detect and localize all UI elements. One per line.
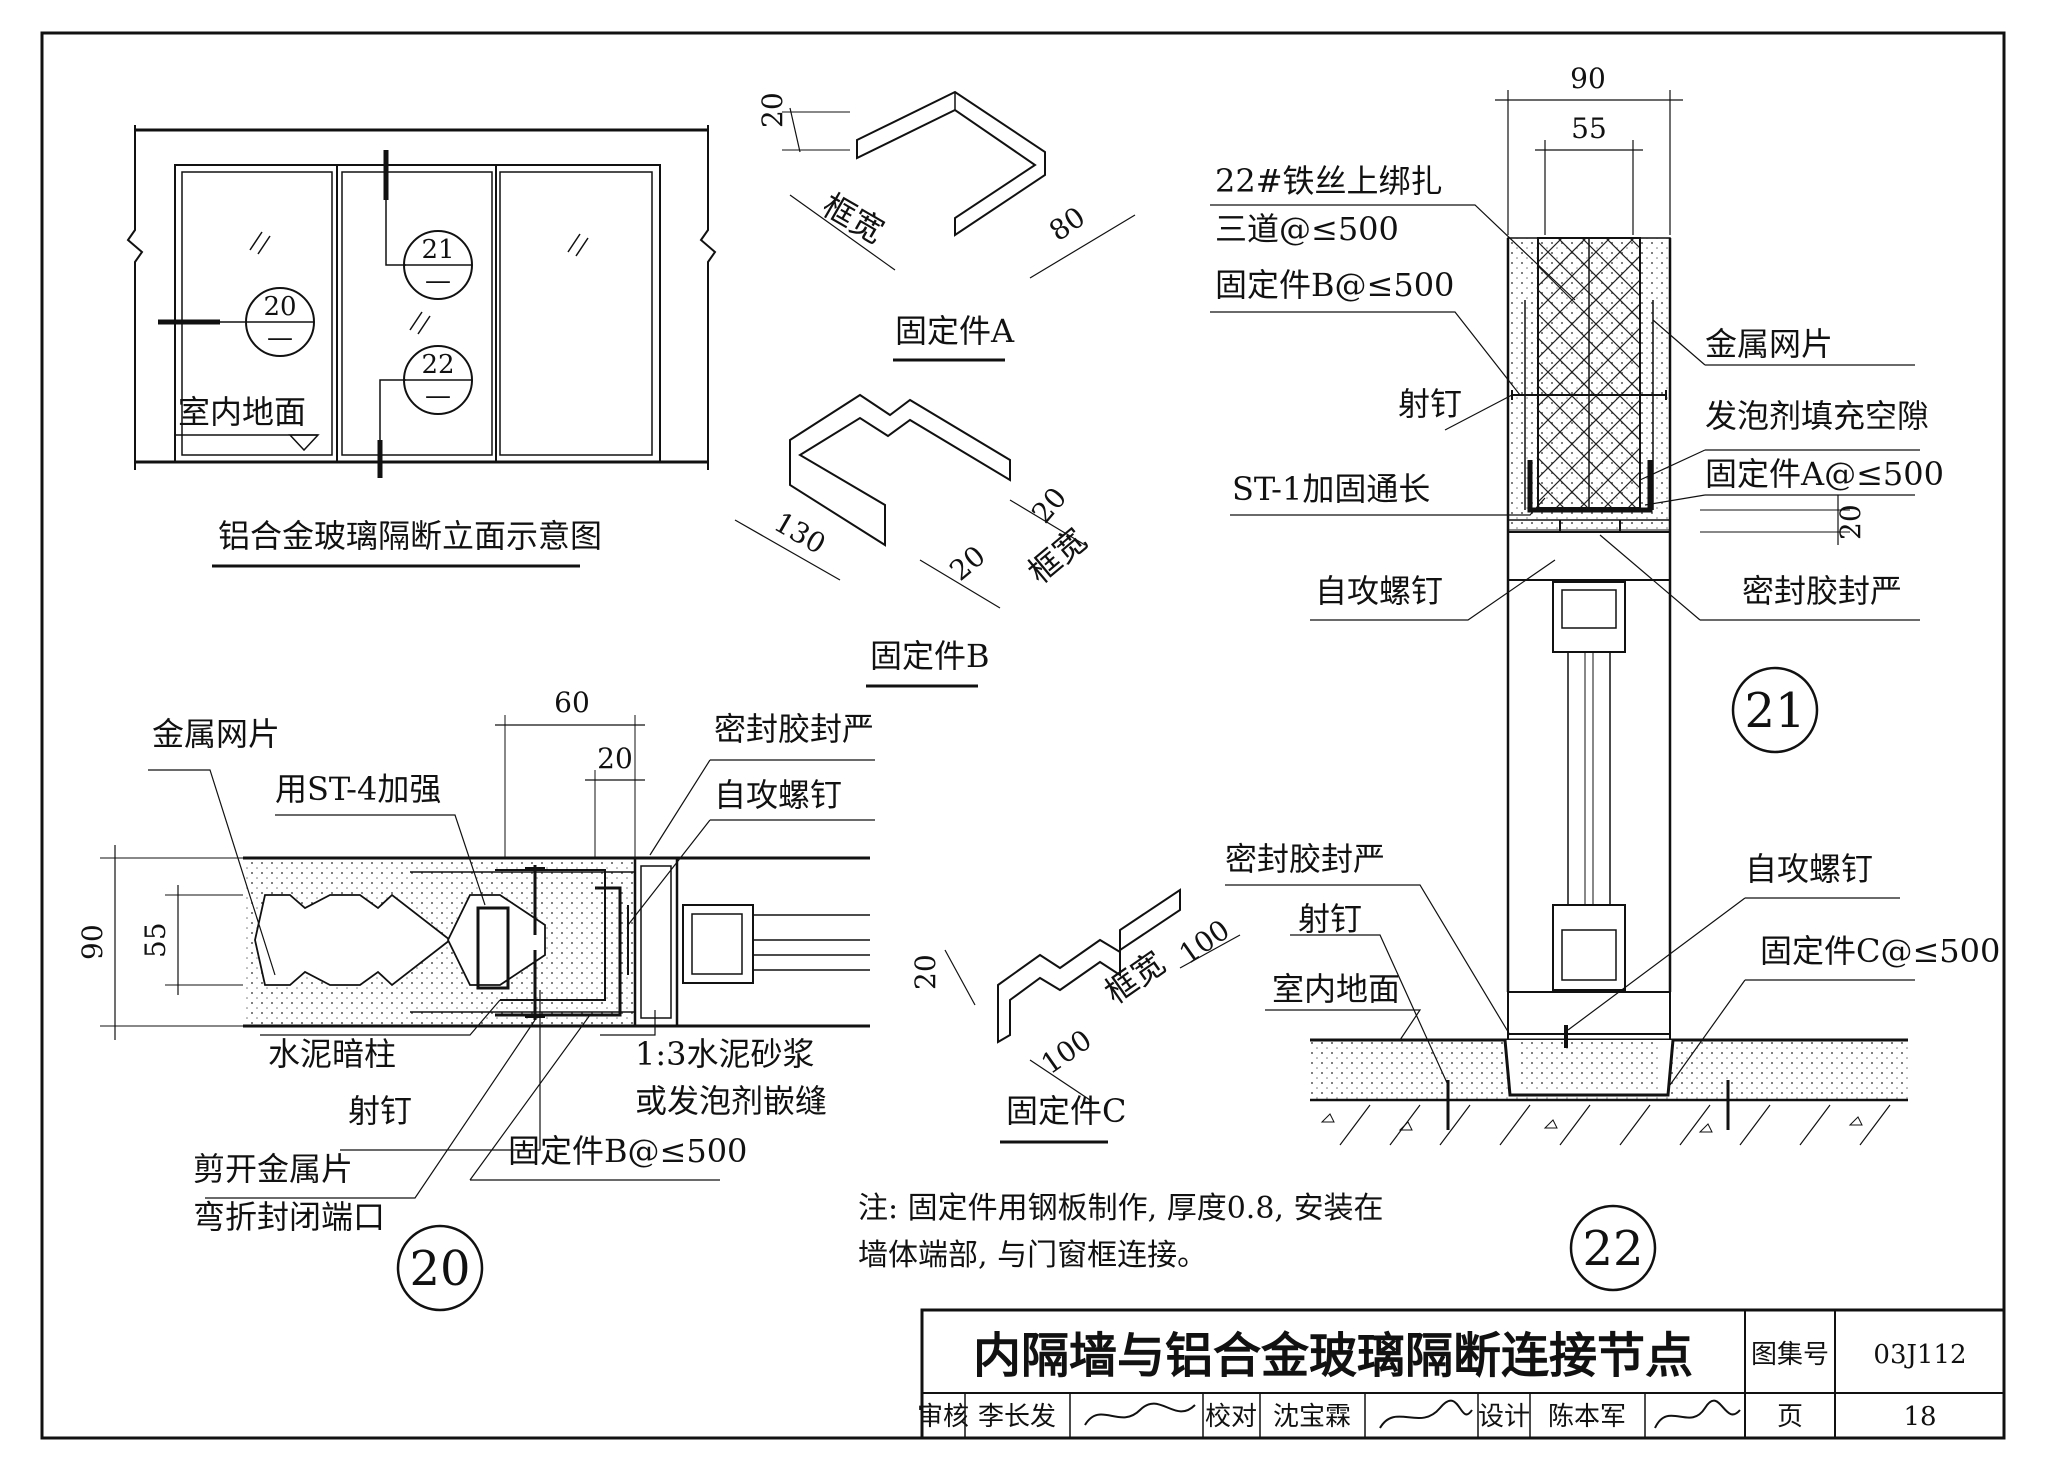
designer-name: 陈本军 [1548,1402,1626,1432]
marker-21-number: 21 [421,235,454,265]
d21-fixture-b: 固定件B@≤500 [1215,266,1454,304]
detail-20-dim-60: 60 [554,686,590,719]
d20-mortar-1: 1:3水泥砂浆 [635,1035,815,1073]
checker-name: 沈宝霖 [1273,1402,1351,1432]
d21-sealant: 密封胶封严 [1742,572,1902,610]
detail-20-number: 20 [396,1224,484,1312]
d21-fixture-a: 固定件A@≤500 [1705,455,1944,493]
drawing-title: 内隔墙与铝合金玻璃隔断连接节点 [973,1328,1693,1384]
marker-21-sub: — [425,266,451,296]
d20-st4: 用ST-4加强 [275,770,441,808]
svg-text:21: 21 [1744,683,1805,739]
page-number: 18 [1903,1402,1936,1432]
d22-sealant: 密封胶封严 [1225,840,1385,878]
fixture-a-dim-20: 20 [756,92,789,128]
marker-22-number: 22 [421,350,454,380]
fixture-a-caption: 固定件A [895,312,1015,350]
svg-text:20: 20 [409,1241,470,1297]
fixture-b-caption: 固定件B [870,637,990,675]
d22-fixture-c: 固定件C@≤500 [1760,932,2000,970]
d21-foam: 发泡剂填充空隙 [1705,397,1929,435]
d20-cut-1: 剪开金属片 [193,1150,353,1188]
marker-20-sub: — [267,323,293,353]
fixture-c-caption: 固定件C [1006,1092,1127,1130]
d20-nail: 射钉 [348,1092,412,1130]
d21-wire-1: 22#铁丝上绑扎 [1215,162,1443,200]
checker-signature [1379,1399,1473,1429]
reviewer-signature [1084,1402,1196,1426]
atlas-number-label: 图集号 [1751,1340,1829,1370]
d22-floor: 室内地面 [1272,970,1400,1008]
fixture-c-dim-20: 20 [909,954,942,990]
d20-cut-2: 弯折封闭端口 [193,1198,385,1236]
elevation-marker-22: 22 — [403,345,473,415]
detail-21-dim-20: 20 [1834,504,1867,540]
detail-20-dim-20: 20 [597,742,633,775]
note-line-1: 注: 固定件用钢板制作, 厚度0.8, 安装在 [858,1191,1384,1226]
fixture-c-dim-100b: 100 [1173,913,1236,971]
elevation-marker-21: 21 — [403,230,473,300]
d21-screw: 自攻螺钉 [1315,572,1443,610]
d22-nail: 射钉 [1298,900,1362,938]
detail-21-dim-90: 90 [1570,62,1606,95]
fixture-b-dim-20a: 20 [943,539,992,587]
detail-21-number: 21 [1731,666,1819,754]
d20-fixture-b: 固定件B@≤500 [508,1132,747,1170]
reviewer-name: 李长发 [978,1402,1056,1432]
designer-signature [1654,1399,1741,1429]
d20-metal-mesh: 金属网片 [152,715,280,753]
detail-21-dim-55: 55 [1571,112,1607,145]
fixture-c-drawing [944,888,1241,1101]
detail-22-drawing [1225,780,1915,1146]
fixture-c-dim-100a: 100 [1035,1023,1098,1081]
fixture-c-dim-frame: 框宽 [1098,944,1172,1012]
check-label: 校对 [1205,1402,1257,1432]
d21-metal-mesh: 金属网片 [1705,325,1833,363]
note-line-2: 墙体端部, 与门窗框连接。 [858,1238,1207,1273]
fixture-a-drawing [782,90,1136,279]
detail-20-dim-90: 90 [76,924,109,960]
d21-wire-2: 三道@≤500 [1215,210,1399,248]
detail-20-drawing [100,715,875,1199]
fixture-a-dim-frame: 框宽 [816,186,890,251]
marker-22-sub: — [425,381,451,411]
elevation-marker-20: 20 — [245,287,315,357]
review-label: 审核 [917,1402,969,1432]
page-label: 页 [1777,1402,1803,1432]
d20-cement-column: 水泥暗柱 [268,1035,396,1073]
elevation-floor-label: 室内地面 [178,393,306,431]
d20-sealant: 密封胶封严 [714,710,874,748]
d20-screw: 自攻螺钉 [714,776,842,814]
detail-21-drawing [1210,90,1920,780]
marker-20-number: 20 [263,292,296,322]
title-block [920,1308,2006,1440]
d21-nail: 射钉 [1398,385,1462,423]
fixture-a-dim-80: 80 [1043,200,1091,247]
d20-mortar-2: 或发泡剂嵌缝 [635,1082,827,1120]
design-label: 设计 [1478,1402,1530,1432]
detail-22-number: 22 [1569,1204,1657,1292]
detail-20-dim-55: 55 [139,922,172,958]
d21-st1: ST-1加固通长 [1232,470,1430,508]
fixture-b-dim-frame: 框宽 [1021,521,1094,591]
fixture-b-dim-130: 130 [769,505,832,560]
d22-screw: 自攻螺钉 [1745,850,1873,888]
fixture-b-dim-20b: 20 [1025,481,1073,530]
elevation-caption: 铝合金玻璃隔断立面示意图 [218,517,602,555]
svg-text:22: 22 [1582,1221,1643,1277]
atlas-number: 03J112 [1873,1340,1966,1370]
elevation-diagram [126,125,717,478]
fixture-b-drawing [734,393,1086,609]
